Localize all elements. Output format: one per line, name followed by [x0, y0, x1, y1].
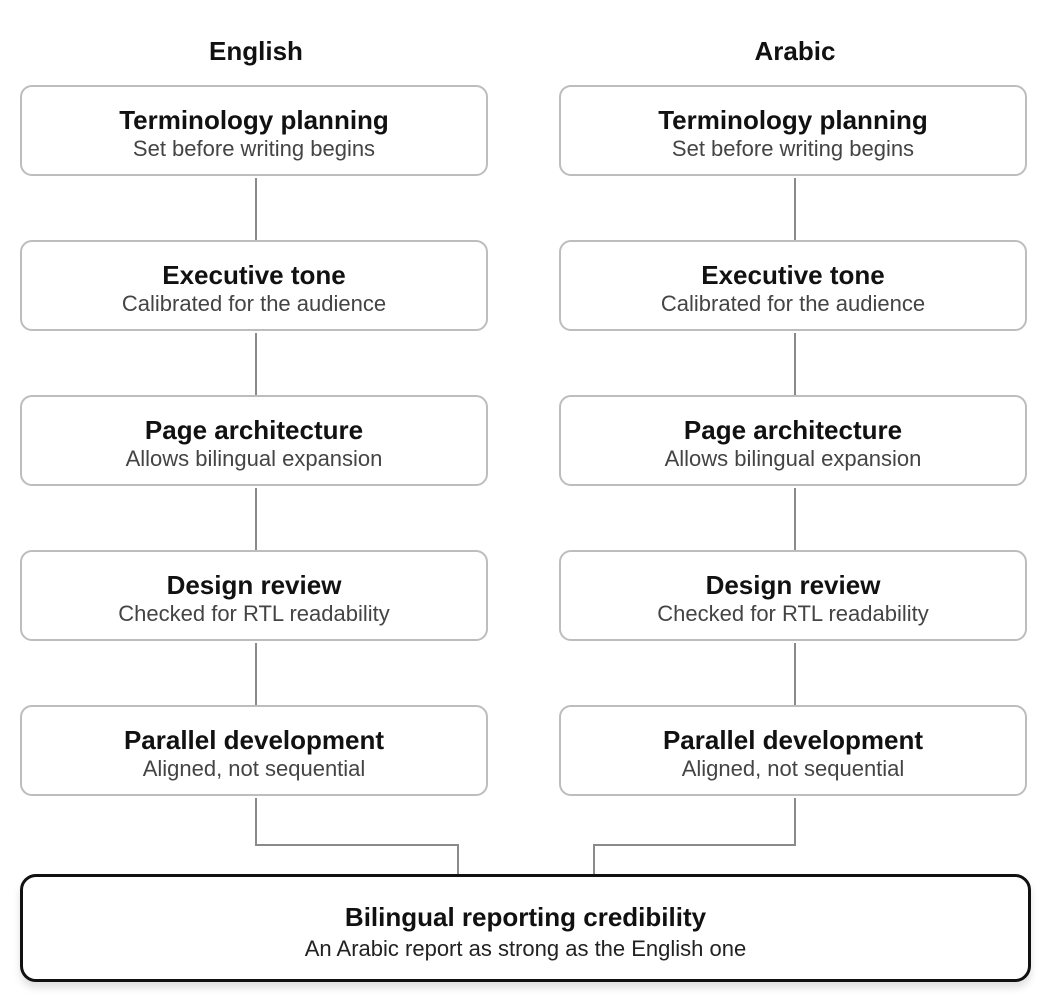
step-subtitle: Checked for RTL readability — [118, 601, 390, 626]
english-step-terminology-planning: Terminology planning Set before writing … — [20, 85, 488, 176]
arabic-step-parallel-development: Parallel development Aligned, not sequen… — [559, 705, 1027, 796]
step-title: Executive tone — [162, 260, 346, 290]
connector-arabic-merge — [593, 798, 796, 874]
outcome-box: Bilingual reporting credibility An Arabi… — [20, 874, 1031, 982]
step-title: Parallel development — [123, 725, 385, 755]
step-title: Terminology planning — [119, 105, 389, 135]
step-subtitle: Allows bilingual expansion — [664, 446, 922, 471]
english-step-page-architecture: Page architecture Allows bilingual expan… — [20, 395, 488, 486]
step-title: Executive tone — [701, 260, 885, 290]
column-heading-english: English — [209, 36, 303, 66]
arabic-step-page-architecture: Page architecture Allows bilingual expan… — [559, 395, 1027, 486]
step-title: Terminology planning — [658, 105, 928, 135]
outcome-subtitle: An Arabic report as strong as the Englis… — [304, 936, 747, 961]
step-subtitle: Set before writing begins — [671, 136, 915, 161]
arabic-step-design-review: Design review Checked for RTL readabilit… — [559, 550, 1027, 641]
step-subtitle: Calibrated for the audience — [121, 291, 387, 316]
step-title: Page architecture — [683, 415, 903, 445]
step-subtitle: Allows bilingual expansion — [125, 446, 383, 471]
step-subtitle: Calibrated for the audience — [660, 291, 926, 316]
english-step-design-review: Design review Checked for RTL readabilit… — [20, 550, 488, 641]
connector-english-merge — [255, 798, 459, 874]
outcome-title: Bilingual reporting credibility — [344, 902, 707, 932]
arabic-step-terminology-planning: Terminology planning Set before writing … — [559, 85, 1027, 176]
column-heading-arabic: Arabic — [754, 36, 836, 66]
step-title: Design review — [705, 570, 881, 600]
step-subtitle: Aligned, not sequential — [142, 756, 366, 781]
step-title: Parallel development — [662, 725, 924, 755]
step-subtitle: Set before writing begins — [132, 136, 376, 161]
arabic-step-executive-tone: Executive tone Calibrated for the audien… — [559, 240, 1027, 331]
step-subtitle: Checked for RTL readability — [657, 601, 929, 626]
english-step-parallel-development: Parallel development Aligned, not sequen… — [20, 705, 488, 796]
english-step-executive-tone: Executive tone Calibrated for the audien… — [20, 240, 488, 331]
step-title: Design review — [166, 570, 342, 600]
step-title: Page architecture — [144, 415, 364, 445]
step-subtitle: Aligned, not sequential — [681, 756, 905, 781]
